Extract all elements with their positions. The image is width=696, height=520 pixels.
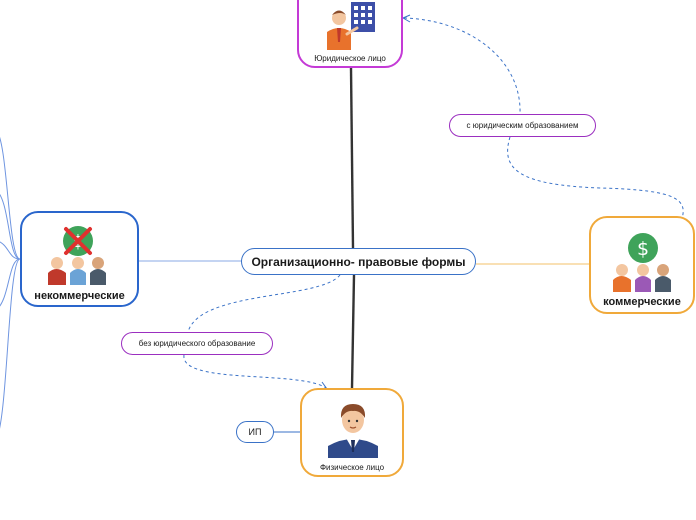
link-center-legal: [349, 67, 355, 249]
link-center-physical: [350, 274, 356, 389]
commercial-card[interactable]: $ коммерческие: [589, 216, 695, 314]
left-branches: [0, 137, 21, 429]
physical-person-card[interactable]: Физическое лицо: [300, 388, 404, 477]
relation-legal-commercial: [403, 17, 684, 225]
people-money-icon: $: [613, 233, 671, 292]
central-topic[interactable]: Организационно- правовые формы: [241, 248, 476, 275]
ip-node[interactable]: ИП: [236, 421, 274, 443]
man-in-suit-icon: [328, 404, 378, 458]
commercial-label: коммерческие: [603, 296, 681, 308]
people-no-money-icon: $: [48, 226, 106, 285]
legal-entity-label: Юридическое лицо: [314, 54, 386, 63]
without-legal-formation-label: без юридического образование: [138, 339, 256, 348]
with-legal-formation-node[interactable]: с юридическим образованием: [449, 114, 596, 137]
legal-entity-card[interactable]: Юридическое лицо: [297, 0, 403, 68]
non-commercial-label: некоммерческие: [34, 290, 125, 302]
relation-center-physical: [183, 274, 341, 389]
central-topic-label: Организационно- правовые формы: [251, 254, 466, 269]
businessman-building-icon: [327, 2, 375, 50]
ip-label: ИП: [248, 427, 262, 437]
without-legal-formation-node[interactable]: без юридического образование: [121, 332, 273, 355]
relation-legal-commercial-arrow: [401, 14, 411, 23]
non-commercial-card[interactable]: $ некоммерческие: [20, 211, 139, 307]
with-legal-formation-label: с юридическим образованием: [466, 121, 579, 130]
physical-person-label: Физическое лицо: [319, 463, 385, 472]
svg-text:$: $: [637, 238, 649, 260]
